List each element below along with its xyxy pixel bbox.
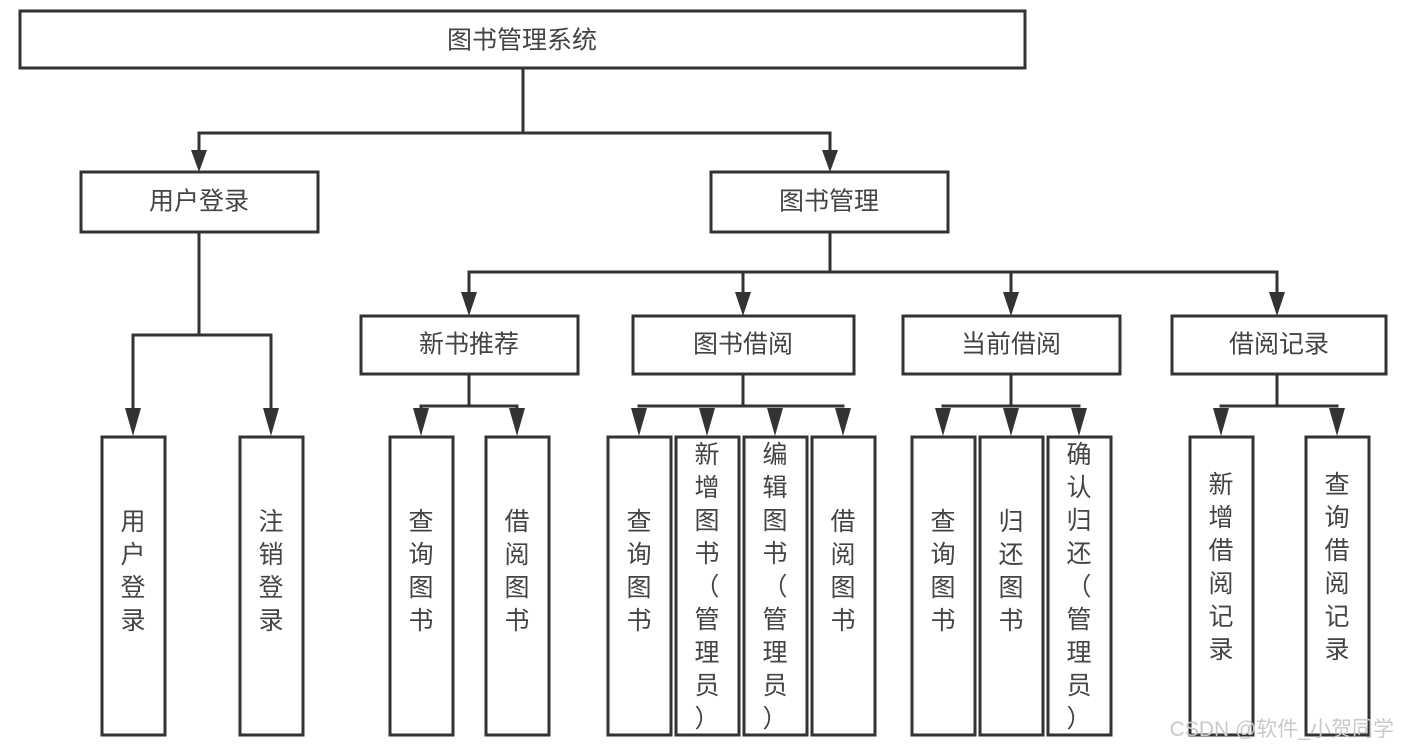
node-current-borrow-box[interactable] xyxy=(901,314,1122,376)
arrow-book-borrow-child-3 xyxy=(767,408,783,436)
node-borrow-record[interactable]: 借阅记录 xyxy=(1170,314,1388,376)
node-user-login-box[interactable] xyxy=(79,170,320,234)
node-current-borrow-label: 当前借阅 xyxy=(961,331,1061,359)
leaf-user-login-2[interactable]: 注销登录 xyxy=(238,435,305,737)
leaf-user-login-1-label: 用户登录 xyxy=(120,508,145,635)
leaf-new-book-1[interactable]: 查询图书 xyxy=(388,435,455,737)
leaf-borrow-record-1[interactable]: 新增借阅记录 xyxy=(1188,435,1255,737)
node-root-system-box[interactable] xyxy=(18,9,1027,70)
arrow-new-book-child-2 xyxy=(509,408,525,436)
node-book-manage-box[interactable] xyxy=(709,170,950,234)
leaf-new-book-2-box[interactable] xyxy=(484,435,551,737)
node-current-borrow[interactable]: 当前借阅 xyxy=(901,314,1122,376)
arrow-root-to-book-manage xyxy=(822,150,838,172)
arrow-root-to-user-login xyxy=(191,150,207,172)
leaf-book-borrow-1-box[interactable] xyxy=(606,435,673,737)
leaf-current-borrow-3-box[interactable] xyxy=(1046,435,1113,737)
leaf-current-borrow-1-label: 查询图书 xyxy=(930,508,955,635)
node-book-borrow-box[interactable] xyxy=(631,314,856,376)
leaf-new-book-1-box[interactable] xyxy=(388,435,455,737)
leaf-current-borrow-3[interactable]: 确认归还（管理员） xyxy=(1046,435,1113,737)
leaf-new-book-1-label: 查询图书 xyxy=(408,508,433,635)
leaf-book-borrow-4-label: 借阅图书 xyxy=(830,508,855,635)
arrow-borrow-record-child-2 xyxy=(1329,408,1345,436)
leaf-current-borrow-2-label: 归还图书 xyxy=(998,508,1023,635)
node-root-system[interactable]: 图书管理系统 xyxy=(18,9,1027,70)
leaf-borrow-record-1-box[interactable] xyxy=(1188,435,1255,737)
connector-layer xyxy=(125,66,1345,436)
leaf-book-borrow-3[interactable]: 编辑图书（管理员） xyxy=(742,435,809,737)
leaf-book-borrow-1[interactable]: 查询图书 xyxy=(606,435,673,737)
leaf-user-login-1-box[interactable] xyxy=(100,435,167,737)
node-book-manage[interactable]: 图书管理 xyxy=(709,170,950,234)
arrow-current-borrow-child-3 xyxy=(1071,408,1087,436)
leaf-book-borrow-2-box[interactable] xyxy=(674,435,741,737)
leaf-book-borrow-1-label: 查询图书 xyxy=(626,508,651,635)
node-book-borrow-label: 图书借阅 xyxy=(693,331,793,359)
node-user-login[interactable]: 用户登录 xyxy=(79,170,320,234)
arrow-book-borrow-child-1 xyxy=(631,408,647,436)
arrow-user-login-child-2 xyxy=(263,408,279,436)
leaf-book-borrow-4-box[interactable] xyxy=(810,435,877,737)
node-borrow-record-label: 借阅记录 xyxy=(1229,331,1329,359)
arrow-book-borrow-child-2 xyxy=(699,408,715,436)
leaf-user-login-2-box[interactable] xyxy=(238,435,305,737)
leaf-new-book-2-label: 借阅图书 xyxy=(504,508,529,635)
leaf-user-login-1[interactable]: 用户登录 xyxy=(100,435,167,737)
csdn-watermark: CSDN @软件_小贺同学 xyxy=(1170,718,1394,741)
leaf-borrow-record-2-label: 查询借阅记录 xyxy=(1324,471,1349,664)
leaf-current-borrow-2[interactable]: 归还图书 xyxy=(978,435,1045,737)
arrow-book-manage-child-4 xyxy=(1269,292,1285,316)
leaf-current-borrow-1-box[interactable] xyxy=(910,435,977,737)
node-borrow-record-box[interactable] xyxy=(1170,314,1388,376)
arrow-book-manage-child-3 xyxy=(1003,292,1019,316)
leaf-book-borrow-2[interactable]: 新增图书（管理员） xyxy=(674,435,741,737)
leaf-borrow-record-2[interactable]: 查询借阅记录 xyxy=(1304,435,1371,737)
leaf-borrow-record-2-box[interactable] xyxy=(1304,435,1371,737)
leaf-book-borrow-2-label: 新增图书（管理员） xyxy=(694,441,719,733)
arrow-borrow-record-child-1 xyxy=(1213,408,1229,436)
leaf-user-login-2-label: 注销登录 xyxy=(258,508,283,635)
leaf-book-borrow-3-box[interactable] xyxy=(742,435,809,737)
node-book-manage-label: 图书管理 xyxy=(779,188,879,216)
node-new-book-recommend[interactable]: 新书推荐 xyxy=(359,314,580,376)
leaf-current-borrow-3-label: 确认归还（管理员） xyxy=(1066,441,1091,733)
leaf-current-borrow-2-box[interactable] xyxy=(978,435,1045,737)
arrow-new-book-child-1 xyxy=(413,408,429,436)
arrow-user-login-child-1 xyxy=(125,408,141,436)
leaf-new-book-2[interactable]: 借阅图书 xyxy=(484,435,551,737)
node-user-login-label: 用户登录 xyxy=(149,188,249,216)
leaf-book-borrow-4[interactable]: 借阅图书 xyxy=(810,435,877,737)
arrow-book-borrow-child-4 xyxy=(835,408,851,436)
leaf-book-borrow-3-label: 编辑图书（管理员） xyxy=(762,441,787,733)
node-book-borrow[interactable]: 图书借阅 xyxy=(631,314,856,376)
arrow-book-manage-child-2 xyxy=(735,292,751,316)
leaf-borrow-record-1-label: 新增借阅记录 xyxy=(1208,471,1233,664)
arrow-current-borrow-child-1 xyxy=(935,408,951,436)
arrow-book-manage-child-1 xyxy=(461,292,477,316)
node-new-book-recommend-box[interactable] xyxy=(359,314,580,376)
node-root-system-label: 图书管理系统 xyxy=(447,27,597,55)
node-new-book-recommend-label: 新书推荐 xyxy=(419,331,519,359)
leaf-current-borrow-1[interactable]: 查询图书 xyxy=(910,435,977,737)
arrow-current-borrow-child-2 xyxy=(1003,408,1019,436)
